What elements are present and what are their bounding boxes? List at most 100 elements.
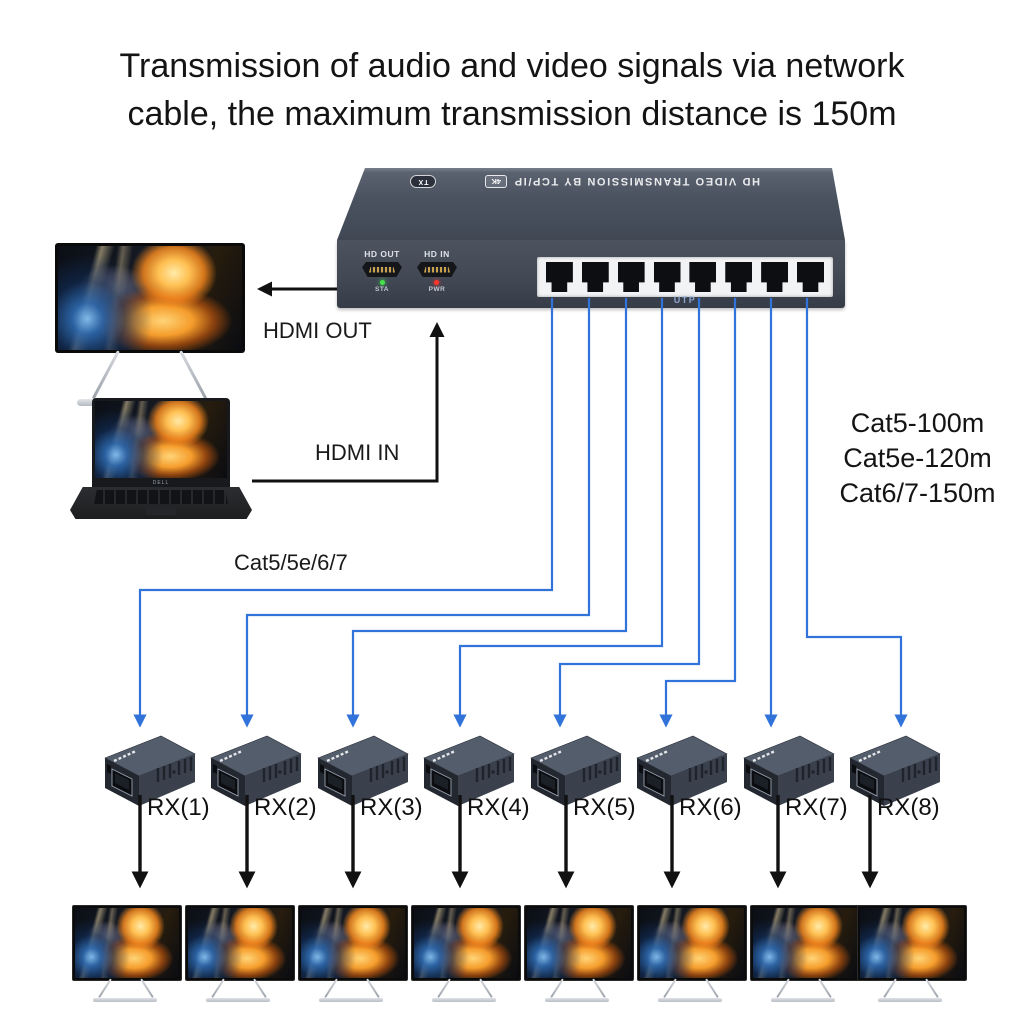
receiver-label: RX(8): [877, 794, 940, 821]
tv-stand-leg: [776, 978, 790, 998]
tv-screen-image: [753, 908, 857, 978]
output-tv-monitor: [72, 905, 182, 1005]
tv-frame: [298, 905, 408, 981]
tv-stand-base: [545, 998, 609, 1002]
receiver-rj45-opening: [647, 773, 661, 790]
tv-stand-leg: [479, 978, 493, 998]
receiver-label: RX(4): [467, 794, 530, 821]
distance-item: Cat5e-120m: [843, 443, 992, 473]
hd-in-port-group: HD IN PWR: [405, 249, 469, 293]
tv-stand-leg: [550, 978, 564, 998]
tv-stand-base: [206, 998, 270, 1002]
rj45-port: [725, 262, 753, 292]
tv-frame: [750, 905, 860, 981]
sta-led-label: STA: [374, 286, 390, 293]
receiver-screw: [917, 770, 921, 774]
rj45-port: [689, 262, 717, 292]
receiver-graphic: [849, 735, 941, 806]
receiver-rj45-opening: [754, 773, 768, 790]
hd-in-label: HD IN: [424, 249, 450, 259]
receiver-rj45-opening: [434, 773, 448, 790]
tv-screen-image: [640, 908, 744, 978]
sta-indicator: STA: [375, 280, 389, 293]
tv-frame: [55, 243, 245, 353]
tv-frame: [185, 905, 295, 981]
receiver-side-face: [671, 754, 727, 806]
laptop-screen: DELL: [92, 398, 230, 487]
receiver-graphic: [423, 735, 515, 806]
receiver-dc-jack: [639, 764, 643, 774]
tv-screen-image: [301, 908, 405, 978]
receiver-side-face: [245, 754, 301, 806]
tv-stand-leg: [592, 978, 606, 998]
receiver-label: RX(3): [360, 794, 423, 821]
hdmi-in-connector-icon: [417, 262, 457, 277]
tv-frame: [637, 905, 747, 981]
tv-screen-image: [75, 908, 179, 978]
receiver-top-print: [539, 749, 563, 763]
tv-stand-leg: [437, 978, 451, 998]
rj45-port: [617, 262, 645, 292]
receiver-side-face: [565, 754, 621, 806]
transmitter-model-text: HD VIDEO TRANSMISSION BY TCP/IP: [513, 175, 760, 188]
receiver-graphic: [210, 735, 302, 806]
tv-stand-leg: [98, 978, 112, 998]
pwr-led-icon: [434, 280, 440, 285]
tv-screen-image: [58, 246, 242, 350]
receiver-dc-jack: [107, 764, 111, 774]
receiver-screw: [385, 770, 389, 774]
output-tv-monitor: [857, 905, 967, 1005]
receiver-screw: [278, 770, 282, 774]
receiver-side-face: [458, 754, 514, 806]
tv-stand-leg: [883, 978, 897, 998]
hd-out-port-group: HD OUT STA: [350, 249, 414, 293]
receiver-graphic: [636, 735, 728, 806]
rj45-port: [797, 262, 824, 292]
tv-frame: [411, 905, 521, 981]
sta-led-icon: [379, 280, 385, 285]
rj45-port: [581, 262, 609, 292]
receiver-screw: [491, 770, 495, 774]
laptop-touchpad: [146, 507, 176, 515]
receiver-screw: [811, 770, 815, 774]
tv-stand-base: [432, 998, 496, 1002]
receiver-label: RX(1): [147, 794, 210, 821]
transmitter-unit: HD VIDEO TRANSMISSION BY TCP/IP 4K TX HD…: [330, 165, 848, 315]
tv-stand-leg: [366, 978, 380, 998]
utp-cable-line: [346, 298, 628, 728]
hd-out-label: HD OUT: [364, 249, 400, 259]
tv-stand-leg: [818, 978, 832, 998]
utp-label: UTP: [673, 295, 697, 305]
receiver-dc-jack: [426, 764, 430, 774]
receiver-side-face: [352, 754, 408, 806]
receiver-box: [313, 728, 423, 810]
tv-stand-base: [319, 998, 383, 1002]
receiver-box: [100, 728, 210, 810]
laptop-keyboard: [94, 490, 228, 504]
receiver-top-print: [858, 749, 882, 763]
receiver-top-print: [645, 749, 669, 763]
transmitter-top-print: HD VIDEO TRANSMISSION BY TCP/IP 4K TX: [410, 174, 760, 189]
output-tv-monitor: [185, 905, 295, 1005]
receiver-label: RX(2): [254, 794, 317, 821]
output-tv-monitor: [524, 905, 634, 1005]
title-line-1: Transmission of audio and video signals …: [119, 47, 905, 85]
tv-stand-leg: [140, 978, 154, 998]
utp-cable-line: [659, 298, 737, 728]
utp-cable-line: [453, 298, 664, 728]
receiver-top-print: [432, 749, 456, 763]
receiver-rj45-opening: [221, 773, 235, 790]
tv-screen-image: [860, 908, 964, 978]
receiver-rj45-opening: [328, 773, 342, 790]
receiver-dc-jack: [852, 764, 856, 774]
hdmi-in-cable-label: HDMI IN: [315, 440, 400, 465]
output-tv-monitor: [750, 905, 860, 1005]
main-display-monitor: [55, 243, 245, 411]
tv-stand-leg: [925, 978, 939, 998]
output-tv-monitor: [298, 905, 408, 1005]
tv-stand-leg: [91, 350, 120, 400]
receiver-side-face: [139, 754, 195, 806]
receiver-label: RX(6): [679, 794, 742, 821]
tv-stand-leg: [705, 978, 719, 998]
receiver-box: [739, 728, 849, 810]
